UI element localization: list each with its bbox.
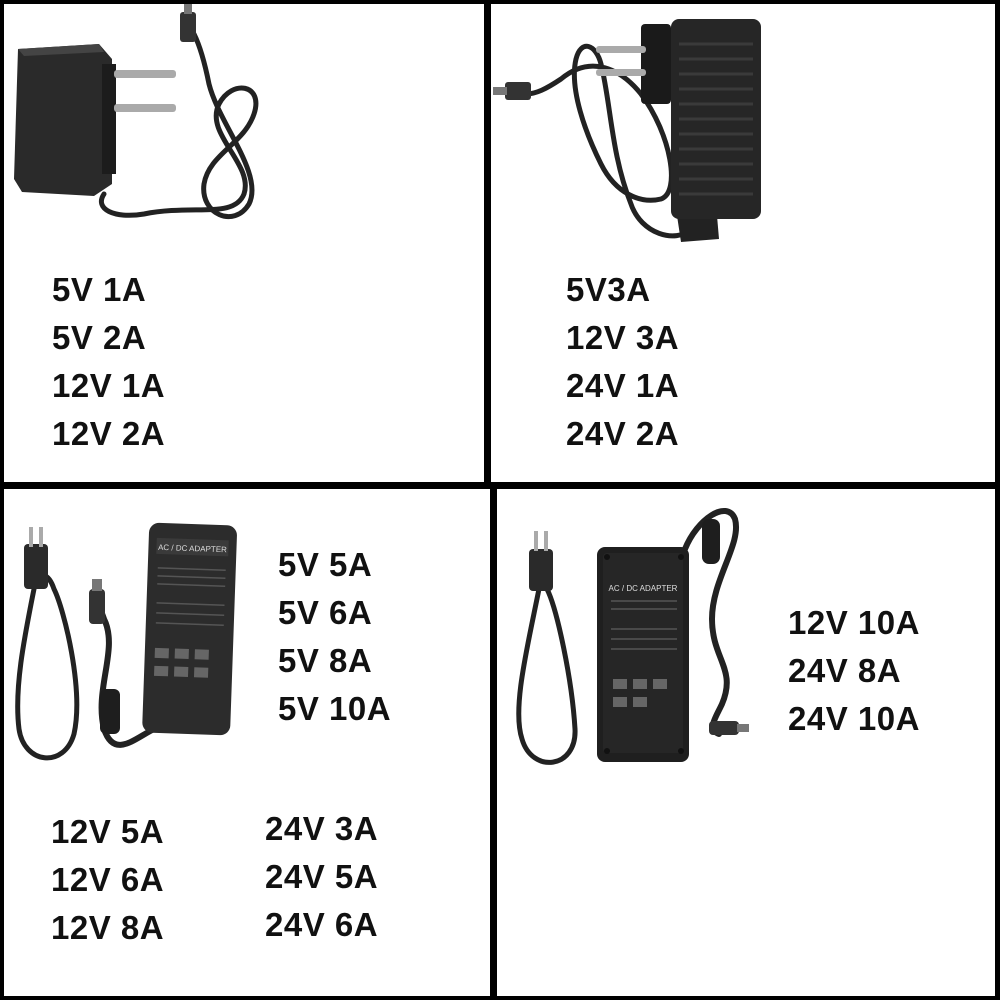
spec-item: 12V 5A	[51, 813, 165, 850]
spec-item: 5V 5A	[278, 546, 373, 583]
desktop-adapter-large-image: AC / DC ADAPTER	[516, 508, 749, 765]
adapter-label: AC / DC ADAPTER	[158, 543, 227, 554]
spec-list: 5V 1A 5V 2A 12V 1A 12V 2A	[52, 266, 165, 458]
desktop-adapter-image: AC / DC ADAPTER	[15, 522, 237, 761]
spec-item: 12V 8A	[51, 909, 165, 946]
spec-list: 12V 10A 24V 8A 24V 10A	[788, 599, 920, 743]
spec-item: 24V 2A	[566, 415, 680, 452]
spec-item: 12V 2A	[52, 415, 166, 452]
spec-item: 24V 3A	[265, 810, 379, 847]
spec-item: 5V 8A	[278, 642, 373, 679]
spec-item: 24V 6A	[265, 906, 379, 943]
spec-item: 5V 2A	[52, 319, 147, 356]
product-panel-desktop-adapter-medium: AC / DC ADAPTER 5V 5A 5V 6A 5V 8A 5V 10A…	[4, 489, 490, 996]
spec-item: 5V 1A	[52, 271, 147, 308]
spec-item: 5V3A	[566, 271, 651, 308]
spec-list-bottom-left: 12V 5A 12V 6A 12V 8A	[51, 808, 164, 952]
spec-item: 12V 3A	[566, 319, 680, 356]
spec-list-bottom-right: 24V 3A 24V 5A 24V 6A	[265, 805, 378, 949]
spec-item: 24V 1A	[566, 367, 680, 404]
adapter-label: AC / DC ADAPTER	[609, 584, 678, 593]
spec-item: 5V 10A	[278, 690, 392, 727]
spec-list: 5V3A 12V 3A 24V 1A 24V 2A	[566, 266, 679, 458]
spec-list-right: 5V 5A 5V 6A 5V 8A 5V 10A	[278, 541, 391, 733]
product-panel-wall-adapter-ribbed: 5V3A 12V 3A 24V 1A 24V 2A	[491, 4, 995, 482]
product-panel-wall-adapter-small: 5V 1A 5V 2A 12V 1A 12V 2A	[4, 4, 484, 482]
product-panel-desktop-adapter-large: AC / DC ADAPTER 12V 10A 24V 8A 24V 10A	[497, 489, 995, 996]
spec-item: 24V 10A	[788, 700, 920, 737]
wall-adapter-image	[14, 4, 259, 219]
wall-adapter-ribbed-image	[493, 19, 761, 242]
spec-item: 12V 1A	[52, 367, 166, 404]
spec-item: 12V 10A	[788, 604, 920, 641]
spec-item: 5V 6A	[278, 594, 373, 631]
spec-item: 24V 8A	[788, 652, 902, 689]
spec-item: 24V 5A	[265, 858, 379, 895]
spec-item: 12V 6A	[51, 861, 165, 898]
